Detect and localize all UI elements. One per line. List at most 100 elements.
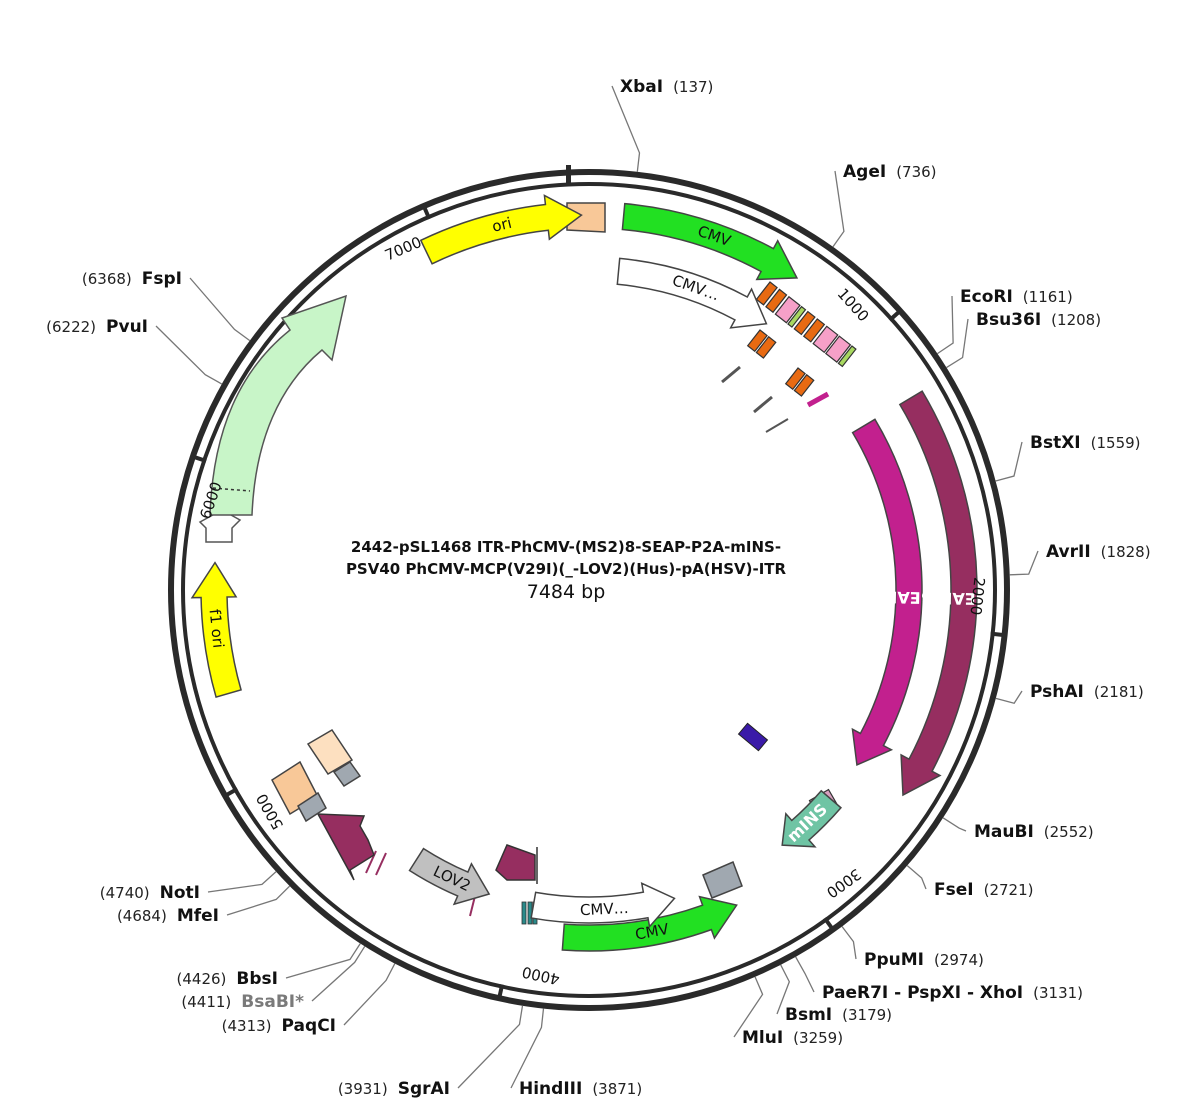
backbone-inner-ring: [181, 182, 997, 998]
ms2-repeats-inner-b: [784, 367, 815, 397]
feature-f1-ori: [190, 561, 242, 698]
site-label: FspI(6368): [82, 269, 182, 289]
site-position: (736): [896, 163, 936, 181]
fragment-line-a: [721, 365, 741, 384]
ms2-repeats-outer: [755, 281, 857, 368]
site-leader: [937, 295, 954, 355]
light-green-dash: [212, 487, 251, 492]
site-position: (2552): [1044, 823, 1094, 841]
site-name: Bsu36I: [976, 310, 1041, 330]
grey-cap-a: [297, 791, 327, 823]
tick-label: 1000: [834, 285, 873, 325]
site-label: PpuMI(2974): [864, 950, 984, 970]
site-position: (2721): [984, 881, 1034, 899]
site-position: (4313): [222, 1017, 272, 1035]
site-label: BstXI(1559): [1030, 433, 1141, 453]
site-leader: [1009, 550, 1039, 576]
site-label: PaqCI(4313): [222, 1016, 336, 1036]
site-position: (3931): [338, 1080, 388, 1098]
site-leaders: [155, 85, 1039, 1089]
site-name: HindIII: [519, 1079, 582, 1099]
site-label: PaeR7I - PspXI - XhoI (3131): [822, 983, 1083, 1003]
title-line-1: 2442-pSL1468 ITR-PhCMV-(MS2)8-SEAP-P2A-m…: [351, 538, 781, 556]
feature-lov2: [408, 847, 491, 906]
site-leader: [611, 85, 641, 172]
feature-cmv-ghost-bottom: [530, 882, 676, 929]
fragment-line-c: [765, 418, 789, 433]
site-name: PshAI: [1030, 682, 1084, 702]
site-position: (1208): [1051, 311, 1101, 329]
site-name: FseI: [934, 880, 974, 900]
feature-ori: [419, 194, 583, 265]
seap-start-mark: [806, 391, 830, 408]
small-maroon-arrow: [495, 844, 536, 881]
site-position: (1559): [1091, 434, 1141, 452]
tick-mark: [222, 787, 239, 799]
site-label: AvrII(1828): [1046, 542, 1151, 562]
site-leader: [841, 926, 857, 960]
site-label: BsaBI*(4411): [181, 992, 304, 1012]
site-leader: [946, 318, 969, 369]
site-leader: [285, 943, 361, 979]
site-leader: [995, 441, 1023, 482]
site-leader: [733, 976, 764, 1038]
site-leader: [311, 945, 366, 1002]
site-leader: [155, 325, 223, 385]
site-label: AgeI(736): [843, 162, 937, 182]
site-name: PaeR7I - PspXI - XhoI: [822, 983, 1023, 1003]
site-name: EcoRI: [960, 287, 1013, 307]
site-name: MfeI: [177, 906, 219, 926]
grey-cap-b: [332, 760, 362, 788]
ms2-repeats-inner-a: [746, 329, 777, 359]
feature-mins: [781, 789, 842, 848]
site-leader: [226, 885, 291, 916]
site-position: (137): [673, 78, 713, 96]
site-leader: [776, 964, 791, 1015]
feature-cmv-ghost-top: [616, 257, 768, 329]
site-position: (2181): [1094, 683, 1144, 701]
site-leader: [995, 690, 1023, 704]
site-name: XbaI: [620, 77, 663, 97]
site-position: (3871): [592, 1080, 642, 1098]
site-label: XbaI (137): [620, 77, 713, 97]
site-name: BsmI: [785, 1005, 832, 1025]
site-label: PshAI (2181): [1030, 682, 1144, 702]
site-leader: [457, 1005, 524, 1089]
site-label: BsmI(3179): [785, 1005, 892, 1025]
small-maroon-mark-c: [375, 852, 387, 876]
site-label: MluI (3259): [742, 1028, 843, 1048]
site-label: HindIII (3871): [519, 1079, 642, 1099]
tick-marks: [190, 203, 1007, 1001]
site-label: SgrAI (3931): [338, 1079, 450, 1099]
site-label: Bsu36I (1208): [976, 310, 1101, 330]
site-position: (3259): [793, 1029, 843, 1047]
site-name: NotI: [160, 883, 200, 903]
site-name: MluI: [742, 1028, 783, 1048]
feature-label: f1 ori: [206, 608, 228, 649]
site-position: (4684): [117, 907, 167, 925]
site-label: BbsI(4426): [177, 969, 278, 989]
site-name: AvrII: [1046, 542, 1091, 562]
site-name: SgrAI: [398, 1079, 450, 1099]
peach-box-b: [306, 728, 354, 776]
feature-label: CMV: [634, 920, 671, 944]
backbone-outer-ring: [168, 169, 1010, 1011]
site-position: (4740): [100, 884, 150, 902]
site-label: FseI (2721): [934, 880, 1033, 900]
plasmid-title: 2442-pSL1468 ITR-PhCMV-(MS2)8-SEAP-P2A-m…: [346, 538, 787, 603]
site-name: MauBI: [974, 822, 1034, 842]
site-leader: [942, 817, 967, 832]
site-name: BbsI: [236, 969, 278, 989]
feature-seap-outer: [898, 390, 978, 797]
small-feature-indigo: [737, 722, 769, 752]
cmv-grey-cap: [702, 860, 743, 899]
site-labels: XbaI (137) AgeI(736) EcoRI (1161) Bsu36I (1208…: [46, 77, 1150, 1099]
site-position: (6222): [46, 318, 96, 336]
site-leader: [510, 1008, 545, 1089]
site-position: (3131): [1033, 984, 1083, 1002]
site-leader: [189, 277, 251, 342]
site-label: MfeI (4684): [117, 906, 219, 926]
site-position: (1161): [1023, 288, 1073, 306]
